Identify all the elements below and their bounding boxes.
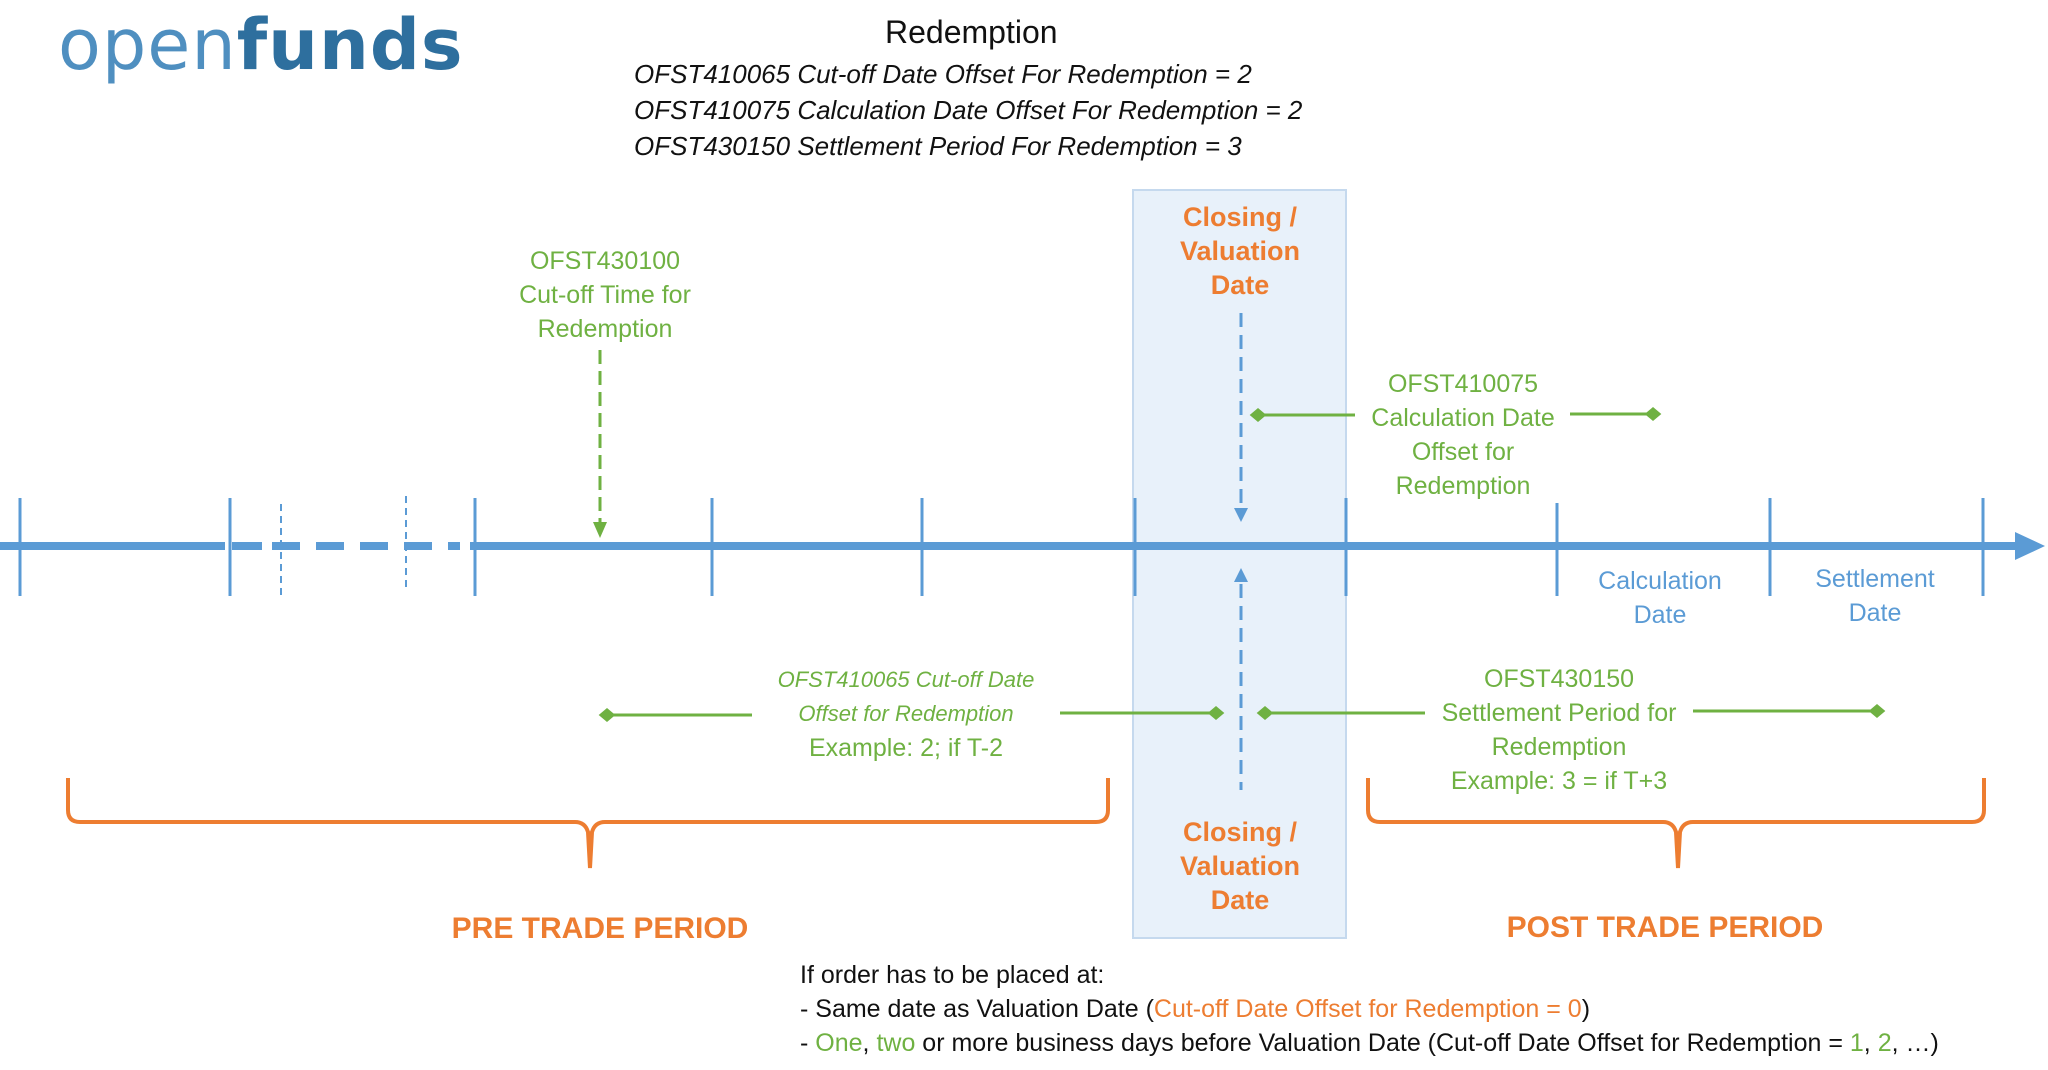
- cutoff-time-line2: Cut-off Time for: [519, 281, 691, 309]
- footer-line-business-days: - One, two or more business days before …: [800, 1026, 1939, 1060]
- header-line-calculation-offset: OFST410075 Calculation Date Offset For R…: [634, 95, 1303, 125]
- settlement-date-line2: Date: [1848, 599, 1902, 627]
- footer-l2-n1: 1: [1849, 1029, 1864, 1057]
- timeline-ticks: [18, 498, 1985, 596]
- footer-l2-one: One: [815, 1029, 863, 1057]
- settlement-period-line2: Settlement Period for: [1441, 699, 1677, 727]
- logo-part-open: open: [58, 4, 237, 86]
- cutoff-offset-example: Example: 2; if T-2: [808, 734, 1004, 762]
- openfunds-logo: openfunds: [58, 0, 464, 90]
- cutoff-offset-arrow: [598, 706, 1225, 722]
- footer-l2-text: or more business days before Valuation D…: [915, 1029, 1850, 1057]
- footer-l2-two: two: [876, 1029, 916, 1057]
- calc-offset-code: OFST410075: [1387, 370, 1539, 398]
- closing-valuation-date-bottom: Closing / Valuation Date: [1140, 815, 1340, 917]
- footer-l2-close: , …): [1891, 1029, 1939, 1057]
- footer-l2-sep: ,: [862, 1029, 877, 1057]
- cutoff-time-label: OFST430100 Cut-off Time for Redemption: [480, 244, 730, 346]
- cutoff-offset-line1: OFST410065 Cut-off Date: [777, 667, 1035, 692]
- valuation-arrowhead-up: [1234, 568, 1248, 582]
- calculation-date-line2: Date: [1633, 601, 1687, 629]
- calc-offset-line4: Redemption: [1395, 472, 1531, 500]
- cutoff-offset-label: OFST410065 Cut-off Date Offset for Redem…: [755, 663, 1057, 765]
- footer-l2-sep2: ,: [1863, 1029, 1878, 1057]
- cutoff-time-arrowhead: [593, 522, 607, 538]
- footer-l1-close: ): [1581, 995, 1591, 1023]
- timeline-dashed-ticks: [280, 496, 407, 596]
- closing-valuation-date-top: Closing / Valuation Date: [1140, 200, 1340, 302]
- cutoff-time-line3: Redemption: [537, 315, 673, 343]
- valuation-arrowhead-down: [1234, 508, 1248, 522]
- diagram-title: Redemption: [885, 14, 1058, 50]
- header-line-settlement-period: OFST430150 Settlement Period For Redempt…: [634, 131, 1242, 161]
- settlement-period-example: Example: 3 = if T+3: [1450, 767, 1668, 795]
- settlement-date-line1: Settlement: [1815, 565, 1935, 593]
- closing-top-line2: Valuation: [1179, 236, 1301, 266]
- footer-line-same-date: - Same date as Valuation Date (Cut-off D…: [800, 992, 1939, 1026]
- calc-offset-line2: Calculation Date: [1371, 404, 1555, 432]
- cutoff-offset-line2: Offset for Redemption: [798, 701, 1014, 726]
- footer-l1-text: - Same date as Valuation Date (: [800, 995, 1154, 1023]
- settlement-period-code: OFST430150: [1483, 665, 1635, 693]
- cutoff-time-code: OFST430100: [529, 247, 681, 275]
- pre-trade-period-label: PRE TRADE PERIOD: [451, 912, 749, 945]
- footer-l2-dash: -: [800, 1029, 816, 1057]
- footer-notes: If order has to be placed at: - Same dat…: [800, 958, 1939, 1060]
- settlement-period-line3: Redemption: [1491, 733, 1627, 761]
- closing-bottom-line2: Valuation: [1179, 851, 1301, 881]
- closing-bottom-line3: Date: [1210, 885, 1270, 915]
- closing-bottom-line1: Closing /: [1183, 817, 1297, 847]
- post-trade-period-label: POST TRADE PERIOD: [1506, 911, 1824, 944]
- closing-top-line3: Date: [1210, 270, 1270, 300]
- settlement-period-arrow: [1256, 704, 1886, 720]
- footer-l2-n2: 2: [1877, 1029, 1892, 1057]
- calc-offset-arrow: [1249, 407, 1662, 422]
- closing-top-line1: Closing /: [1183, 202, 1297, 232]
- calc-offset-line3: Offset for: [1411, 438, 1515, 466]
- timeline-arrowhead: [2015, 532, 2045, 560]
- footer-l1-highlight: Cut-off Date Offset for Redemption = 0: [1153, 995, 1582, 1023]
- post-trade-brace: [1366, 778, 1986, 869]
- calc-offset-label: OFST410075 Calculation Date Offset for R…: [1357, 367, 1569, 503]
- pre-trade-brace: [66, 778, 1110, 869]
- logo-part-funds: funds: [236, 4, 464, 86]
- settlement-period-label: OFST430150 Settlement Period for Redempt…: [1428, 662, 1690, 798]
- calculation-date-label: Calculation Date: [1575, 564, 1745, 632]
- settlement-date-label: Settlement Date: [1790, 562, 1960, 630]
- calculation-date-line1: Calculation: [1598, 567, 1722, 595]
- footer-intro: If order has to be placed at:: [800, 961, 1105, 989]
- header-line-cutoff-offset: OFST410065 Cut-off Date Offset For Redem…: [634, 59, 1252, 89]
